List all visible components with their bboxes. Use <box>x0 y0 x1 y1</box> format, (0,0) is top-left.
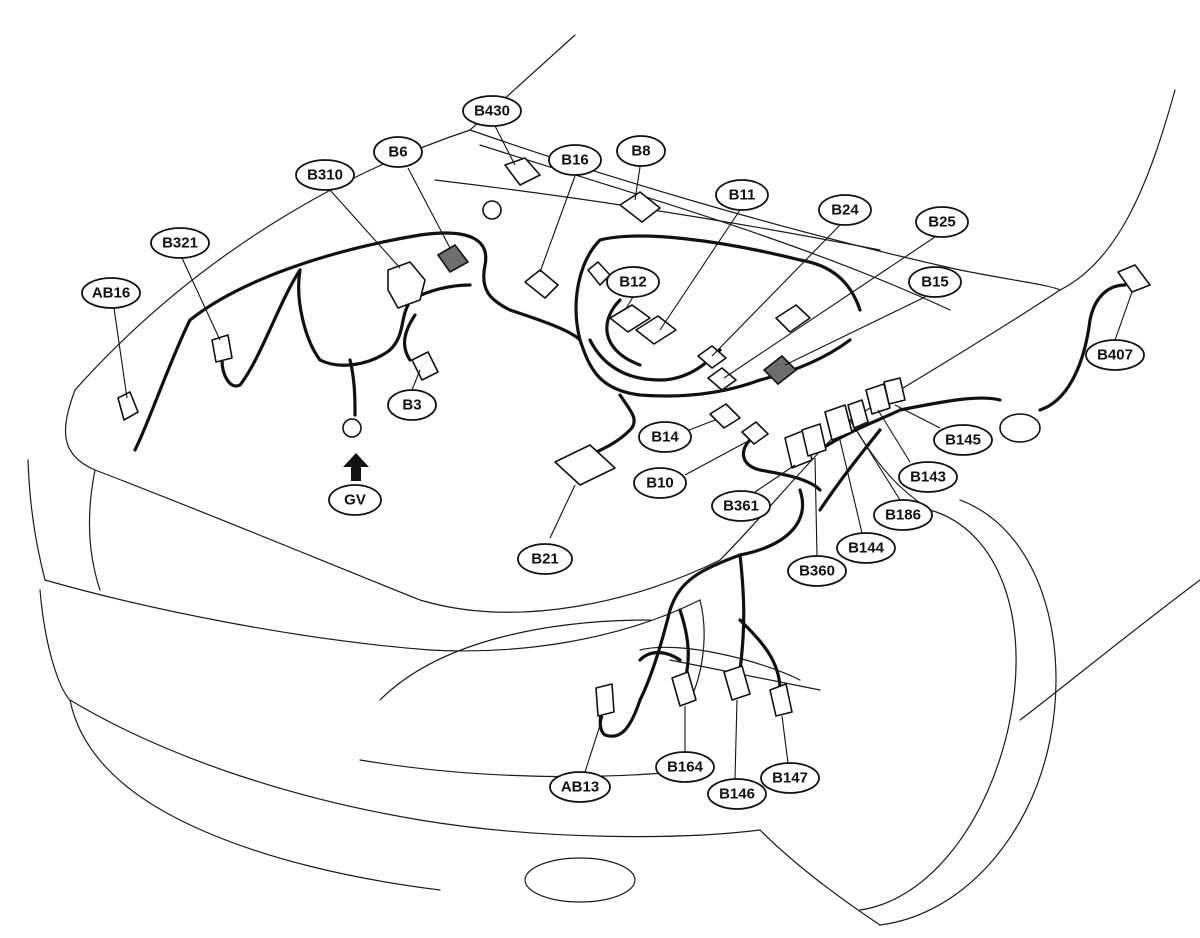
label-B8: B8 <box>616 135 666 167</box>
label-text: B361 <box>723 498 759 515</box>
label-B3: B3 <box>387 389 437 421</box>
label-text: B146 <box>719 786 755 803</box>
label-B12: B12 <box>606 266 660 298</box>
label-text: B3 <box>402 397 421 414</box>
label-text: AB13 <box>561 779 599 796</box>
label-B360: B360 <box>787 555 847 587</box>
label-B407: B407 <box>1085 339 1145 371</box>
label-B147: B147 <box>760 762 820 794</box>
vehicle-body-outline <box>27 34 1200 926</box>
ground-arrow-icon <box>343 453 369 481</box>
label-text: GV <box>344 492 366 509</box>
label-text: B430 <box>474 103 510 120</box>
label-B430: B430 <box>462 95 522 127</box>
label-B11: B11 <box>715 179 769 211</box>
label-text: B12 <box>619 274 647 291</box>
label-B361: B361 <box>711 490 771 522</box>
label-text: B21 <box>531 551 559 568</box>
label-text: B360 <box>799 563 835 580</box>
connectors <box>117 157 1151 717</box>
label-B10: B10 <box>633 467 687 499</box>
label-B164: B164 <box>655 751 715 783</box>
label-B321: B321 <box>150 227 210 259</box>
label-text: B407 <box>1097 347 1133 364</box>
label-text: B143 <box>910 469 946 486</box>
label-B24: B24 <box>818 194 872 226</box>
label-AB16: AB16 <box>81 277 141 309</box>
label-text: B24 <box>831 202 859 219</box>
label-B186: B186 <box>873 499 933 531</box>
label-B15: B15 <box>908 266 962 298</box>
label-B145: B145 <box>933 424 993 456</box>
label-text: B11 <box>729 187 756 204</box>
label-GV: GV <box>328 484 382 516</box>
label-text: B144 <box>848 540 885 557</box>
label-text: B186 <box>885 507 921 524</box>
label-B143: B143 <box>898 461 958 493</box>
label-B146: B146 <box>707 778 767 810</box>
label-text: B6 <box>388 144 407 161</box>
label-text: B16 <box>561 152 589 169</box>
label-text: B164 <box>667 759 704 776</box>
label-text: B321 <box>162 235 198 252</box>
label-B14: B14 <box>638 421 692 453</box>
label-B310: B310 <box>295 159 355 191</box>
label-text: B8 <box>631 143 650 160</box>
label-text: AB16 <box>92 285 130 302</box>
label-B21: B21 <box>517 543 573 575</box>
leader-lines <box>113 125 1133 780</box>
label-B6: B6 <box>373 136 423 168</box>
label-text: B310 <box>307 167 343 184</box>
label-text: B147 <box>772 770 808 787</box>
label-text: B15 <box>921 274 949 291</box>
label-B144: B144 <box>836 532 896 564</box>
label-text: B10 <box>646 475 674 492</box>
label-text: B14 <box>651 429 679 446</box>
label-text: B25 <box>928 214 956 231</box>
label-AB13: AB13 <box>549 771 611 803</box>
label-B16: B16 <box>548 144 602 176</box>
label-B25: B25 <box>915 206 969 238</box>
label-text: B145 <box>945 432 981 449</box>
